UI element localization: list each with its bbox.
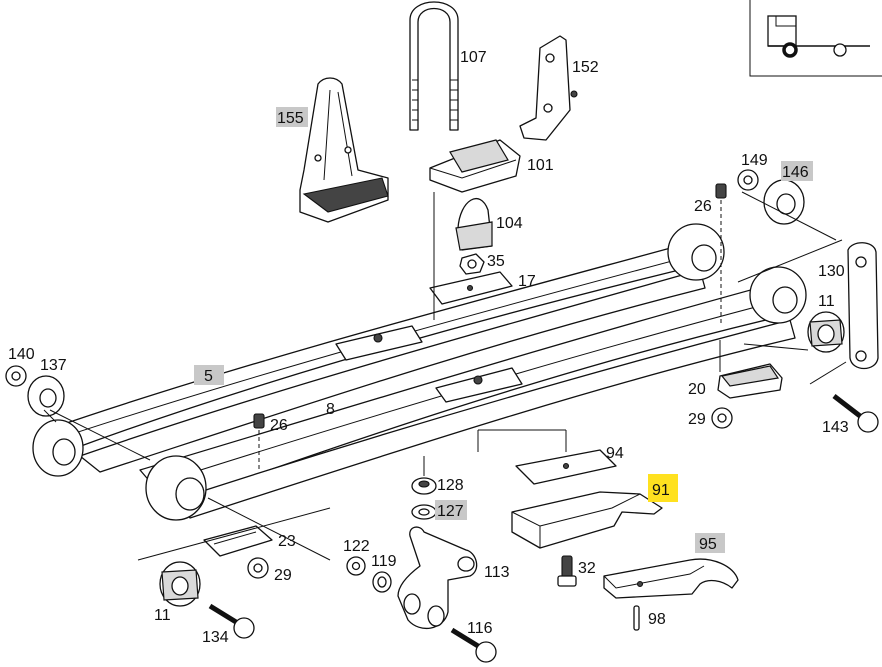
nut-29-lower <box>247 557 269 579</box>
label-119: 119 <box>371 553 397 570</box>
bushing-128 <box>411 477 437 495</box>
label-11-lower: 11 <box>154 607 171 624</box>
label-11-upper: 11 <box>818 293 835 310</box>
label-98: 98 <box>648 611 666 628</box>
u-bolt-107 <box>409 1 459 131</box>
label-26-upper: 26 <box>694 198 712 215</box>
label-35: 35 <box>487 253 505 270</box>
part-labels: 107 152 155 101 104 35 17 149 146 26 130… <box>8 49 849 646</box>
label-26-lower: 26 <box>270 417 288 434</box>
label-5: 5 <box>204 368 213 385</box>
bolt-26-upper <box>715 183 727 326</box>
leader-lines <box>43 191 847 561</box>
label-20: 20 <box>688 381 706 398</box>
label-101: 101 <box>527 157 554 174</box>
plate-23 <box>203 525 273 557</box>
label-23: 23 <box>278 533 296 550</box>
clamp-plate-101 <box>429 139 521 193</box>
label-128: 128 <box>437 477 464 494</box>
label-116: 116 <box>467 620 493 637</box>
nut-149 <box>737 169 759 191</box>
bushing-11-upper <box>807 311 845 353</box>
bushing-11-lower <box>159 561 201 607</box>
leaf-spring-part-8 <box>32 223 807 521</box>
label-91: 91 <box>652 482 670 499</box>
label-149: 149 <box>741 152 768 169</box>
plate-17 <box>429 271 513 305</box>
label-29-upper: 29 <box>688 411 706 428</box>
spacer-block-91 <box>511 491 663 549</box>
label-140: 140 <box>8 346 35 363</box>
bolt-134 <box>208 603 255 639</box>
pin-98 <box>633 605 640 631</box>
label-32: 32 <box>578 560 596 577</box>
nut-122 <box>346 556 366 576</box>
bolt-143 <box>832 394 879 433</box>
label-104: 104 <box>496 215 523 232</box>
nut-140 <box>5 365 27 387</box>
label-8: 8 <box>326 401 335 418</box>
label-127: 127 <box>437 503 464 520</box>
nut-35 <box>459 253 485 275</box>
spring-eye-front-left <box>145 455 207 521</box>
label-143: 143 <box>822 419 849 436</box>
bracket-152 <box>519 35 578 141</box>
label-122: 122 <box>343 538 370 555</box>
label-highlights <box>194 107 813 553</box>
washer-119 <box>372 571 392 593</box>
bolt-116 <box>450 627 497 663</box>
bushing-146 <box>763 179 805 225</box>
shackle-plate-130 <box>847 242 879 370</box>
bushing-137 <box>27 375 65 417</box>
bushing-127 <box>411 504 437 520</box>
spring-eye-rear-right <box>667 223 725 281</box>
plate-20 <box>717 363 783 399</box>
shackle-113 <box>397 526 478 630</box>
spring-eye-rear-left <box>32 419 84 477</box>
label-146: 146 <box>782 164 809 181</box>
label-155: 155 <box>277 110 304 127</box>
plate-94 <box>515 449 617 485</box>
label-152: 152 <box>572 59 599 76</box>
label-95: 95 <box>699 536 717 553</box>
bolt-32 <box>557 555 577 587</box>
bolt-26-lower <box>253 413 265 470</box>
label-113: 113 <box>484 564 510 581</box>
label-29-lower: 29 <box>274 567 292 584</box>
bump-stop-104 <box>455 198 493 251</box>
label-94: 94 <box>606 445 624 462</box>
spring-hanger-155 <box>299 77 389 223</box>
label-134: 134 <box>202 629 229 646</box>
inset-truck-icon <box>749 0 882 77</box>
nut-29-upper <box>711 407 733 429</box>
label-107: 107 <box>460 49 487 66</box>
label-137: 137 <box>40 357 67 374</box>
spring-eye-front-right <box>749 266 807 324</box>
label-17: 17 <box>518 273 536 290</box>
bracket-95 <box>603 558 739 599</box>
label-130: 130 <box>818 263 845 280</box>
